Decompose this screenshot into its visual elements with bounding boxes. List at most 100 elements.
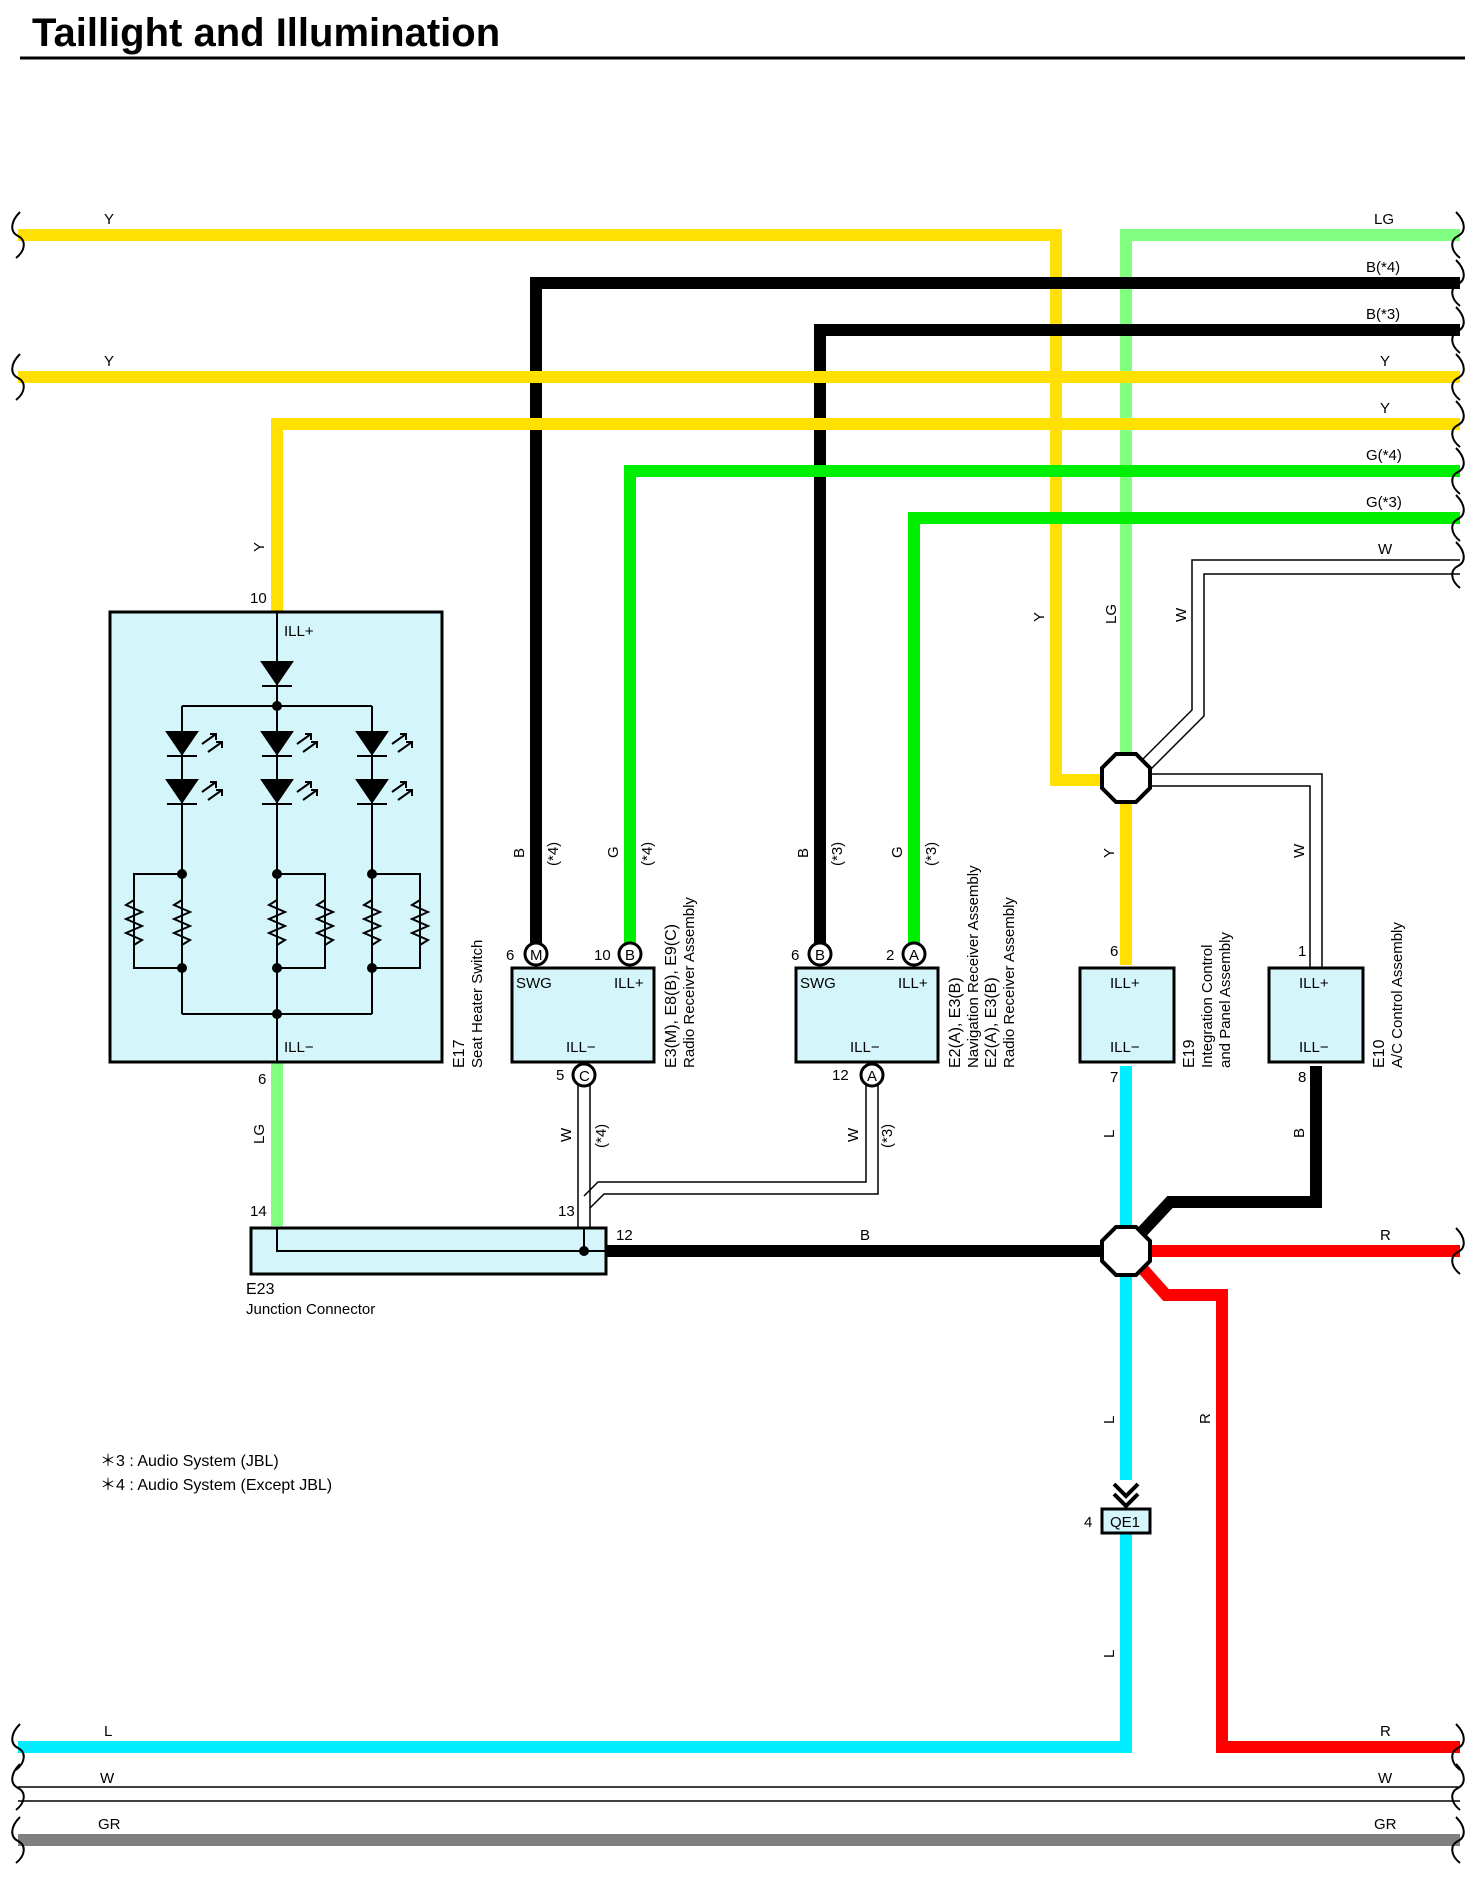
label-right-lg: LG xyxy=(1374,211,1394,228)
qe1-code: QE1 xyxy=(1110,1514,1140,1531)
label-e3-w: W xyxy=(558,1127,575,1142)
e17-term-top: ILL+ xyxy=(284,623,314,640)
wire-g4 xyxy=(624,465,1460,952)
e19-pin-top: 6 xyxy=(1110,943,1118,960)
qe1-connector xyxy=(1100,1482,1152,1535)
label-seat-bottom: LG xyxy=(251,1124,268,1144)
e19-name: Integration Control xyxy=(1199,945,1216,1068)
qe1-pin: 4 xyxy=(1084,1514,1092,1531)
e23-pin-13: 13 xyxy=(558,1203,575,1220)
break-marks xyxy=(11,211,1465,1864)
label-e2-w: W xyxy=(845,1127,862,1142)
e2-pin-a2-circle xyxy=(859,1062,885,1088)
wire-l-bottom xyxy=(18,1533,1132,1753)
e2-term-illp: ILL+ xyxy=(898,975,928,992)
label-bottom-l-left: L xyxy=(104,1723,112,1740)
e17-pin-top: 10 xyxy=(250,590,267,607)
seat-heater-switch xyxy=(108,610,444,1064)
label-v-r: R xyxy=(1197,1413,1214,1424)
label-right-w: W xyxy=(1378,541,1393,558)
wire-w-e2 xyxy=(583,1085,867,1197)
wire-y-seat xyxy=(271,418,1460,612)
label-left-top-y1: Y xyxy=(104,211,114,228)
wire-r-down xyxy=(1137,1264,1460,1753)
label-bottom-r-right: R xyxy=(1380,1723,1391,1740)
label-e3-b: B xyxy=(511,848,528,858)
e23-code: E23 xyxy=(246,1281,275,1298)
e3-radio-box xyxy=(510,966,656,1064)
label-right-b4: B(*4) xyxy=(1366,259,1400,276)
e10-term-top: ILL+ xyxy=(1299,975,1329,992)
e17-term-bottom: ILL− xyxy=(284,1039,314,1056)
e2-term-illm: ILL− xyxy=(850,1039,880,1056)
e3-code: E3(M), E8(B), E9(C) xyxy=(663,924,680,1068)
label-right-y2: Y xyxy=(1380,400,1390,417)
e19-name-2: and Panel Assembly xyxy=(1217,932,1234,1068)
e19-integration-box xyxy=(1078,966,1176,1064)
splice-lower xyxy=(1100,1225,1152,1277)
wire-b3 xyxy=(814,324,1460,952)
label-e2-b: B xyxy=(795,848,812,858)
e2-code: E2(A), E3(B) xyxy=(947,977,964,1068)
e3-pin-b-conn: B xyxy=(625,947,635,964)
e2-pin-a: 2 xyxy=(886,947,894,964)
label-e2-w-note: (*3) xyxy=(879,1124,896,1148)
e19-pin-bottom: 7 xyxy=(1110,1069,1118,1086)
e3-pin-b: 10 xyxy=(594,947,611,964)
wire-w-e2-inner xyxy=(589,1085,879,1209)
e2-code-2: E2(A), E3(B) xyxy=(983,977,1000,1068)
e19-term-bottom: ILL− xyxy=(1110,1039,1140,1056)
label-e3-g: G xyxy=(605,846,622,858)
label-bottom-gr-left: GR xyxy=(98,1816,121,1833)
label-e2-g-note: (*3) xyxy=(923,842,940,866)
label-left-top-y2: Y xyxy=(104,353,114,370)
e19-term-top: ILL+ xyxy=(1110,975,1140,992)
e23-pin-14: 14 xyxy=(250,1203,267,1220)
e2-nav-box xyxy=(794,966,940,1064)
e17-pin-bottom: 6 xyxy=(258,1071,266,1088)
e2-pin-a-conn: A xyxy=(909,947,919,964)
e10-pin-top: 1 xyxy=(1298,943,1306,960)
e10-name: A/C Control Assembly xyxy=(1389,922,1406,1068)
e23-node xyxy=(579,1246,589,1256)
label-bottom-gr-right: GR xyxy=(1374,1816,1397,1833)
label-e19-l: L xyxy=(1101,1130,1118,1138)
e3-pin-m-conn: M xyxy=(530,947,543,964)
e2-pin-a2-conn: A xyxy=(867,1068,877,1085)
e17-code: E17 xyxy=(451,1039,468,1068)
wire-b4 xyxy=(530,277,1460,952)
label-bottom-w-right: W xyxy=(1378,1770,1393,1787)
label-v-lg: LG xyxy=(1103,604,1120,624)
label-bottom-w-left: W xyxy=(100,1770,115,1787)
label-e2-b-note: (*3) xyxy=(829,842,846,866)
e10-term-bottom: ILL− xyxy=(1299,1039,1329,1056)
e2-name: Navigation Receiver Assembly xyxy=(965,865,982,1068)
e19-code: E19 xyxy=(1181,1039,1198,1068)
e2-pin-a2: 12 xyxy=(832,1067,849,1084)
label-e10-b: B xyxy=(1291,1128,1308,1138)
e10-code: E10 xyxy=(1371,1039,1388,1068)
note-except-jbl: ＊4 : Audio System (Except JBL) xyxy=(100,1477,332,1494)
label-e3-g-note: (*4) xyxy=(639,842,656,866)
e2-pin-b-conn: B xyxy=(815,947,825,964)
e3-pin-m: 6 xyxy=(506,947,514,964)
e23-name: Junction Connector xyxy=(246,1301,375,1318)
e2-pin-b-circle xyxy=(807,941,833,967)
label-v-w: W xyxy=(1173,607,1190,622)
e3-term-swg: SWG xyxy=(516,975,552,992)
label-e3-b-note: (*4) xyxy=(545,842,562,866)
e2-name-2: Radio Receiver Assembly xyxy=(1001,897,1018,1068)
label-right-r: R xyxy=(1380,1227,1391,1244)
label-e3-w-note: (*4) xyxy=(593,1124,610,1148)
label-v-w-low: W xyxy=(1291,843,1308,858)
e3-term-illm: ILL− xyxy=(566,1039,596,1056)
e2-pin-a-circle xyxy=(901,941,927,967)
label-seat-top: Y xyxy=(251,542,268,552)
note-jbl: ＊3 : Audio System (JBL) xyxy=(100,1453,279,1470)
e3-pin-b-circle xyxy=(617,941,643,967)
e10-pin-bottom: 8 xyxy=(1298,1069,1306,1086)
wire-b-e10 xyxy=(1137,1066,1322,1237)
label-right-y1: Y xyxy=(1380,353,1390,370)
e3-pin-m-circle xyxy=(523,941,549,967)
